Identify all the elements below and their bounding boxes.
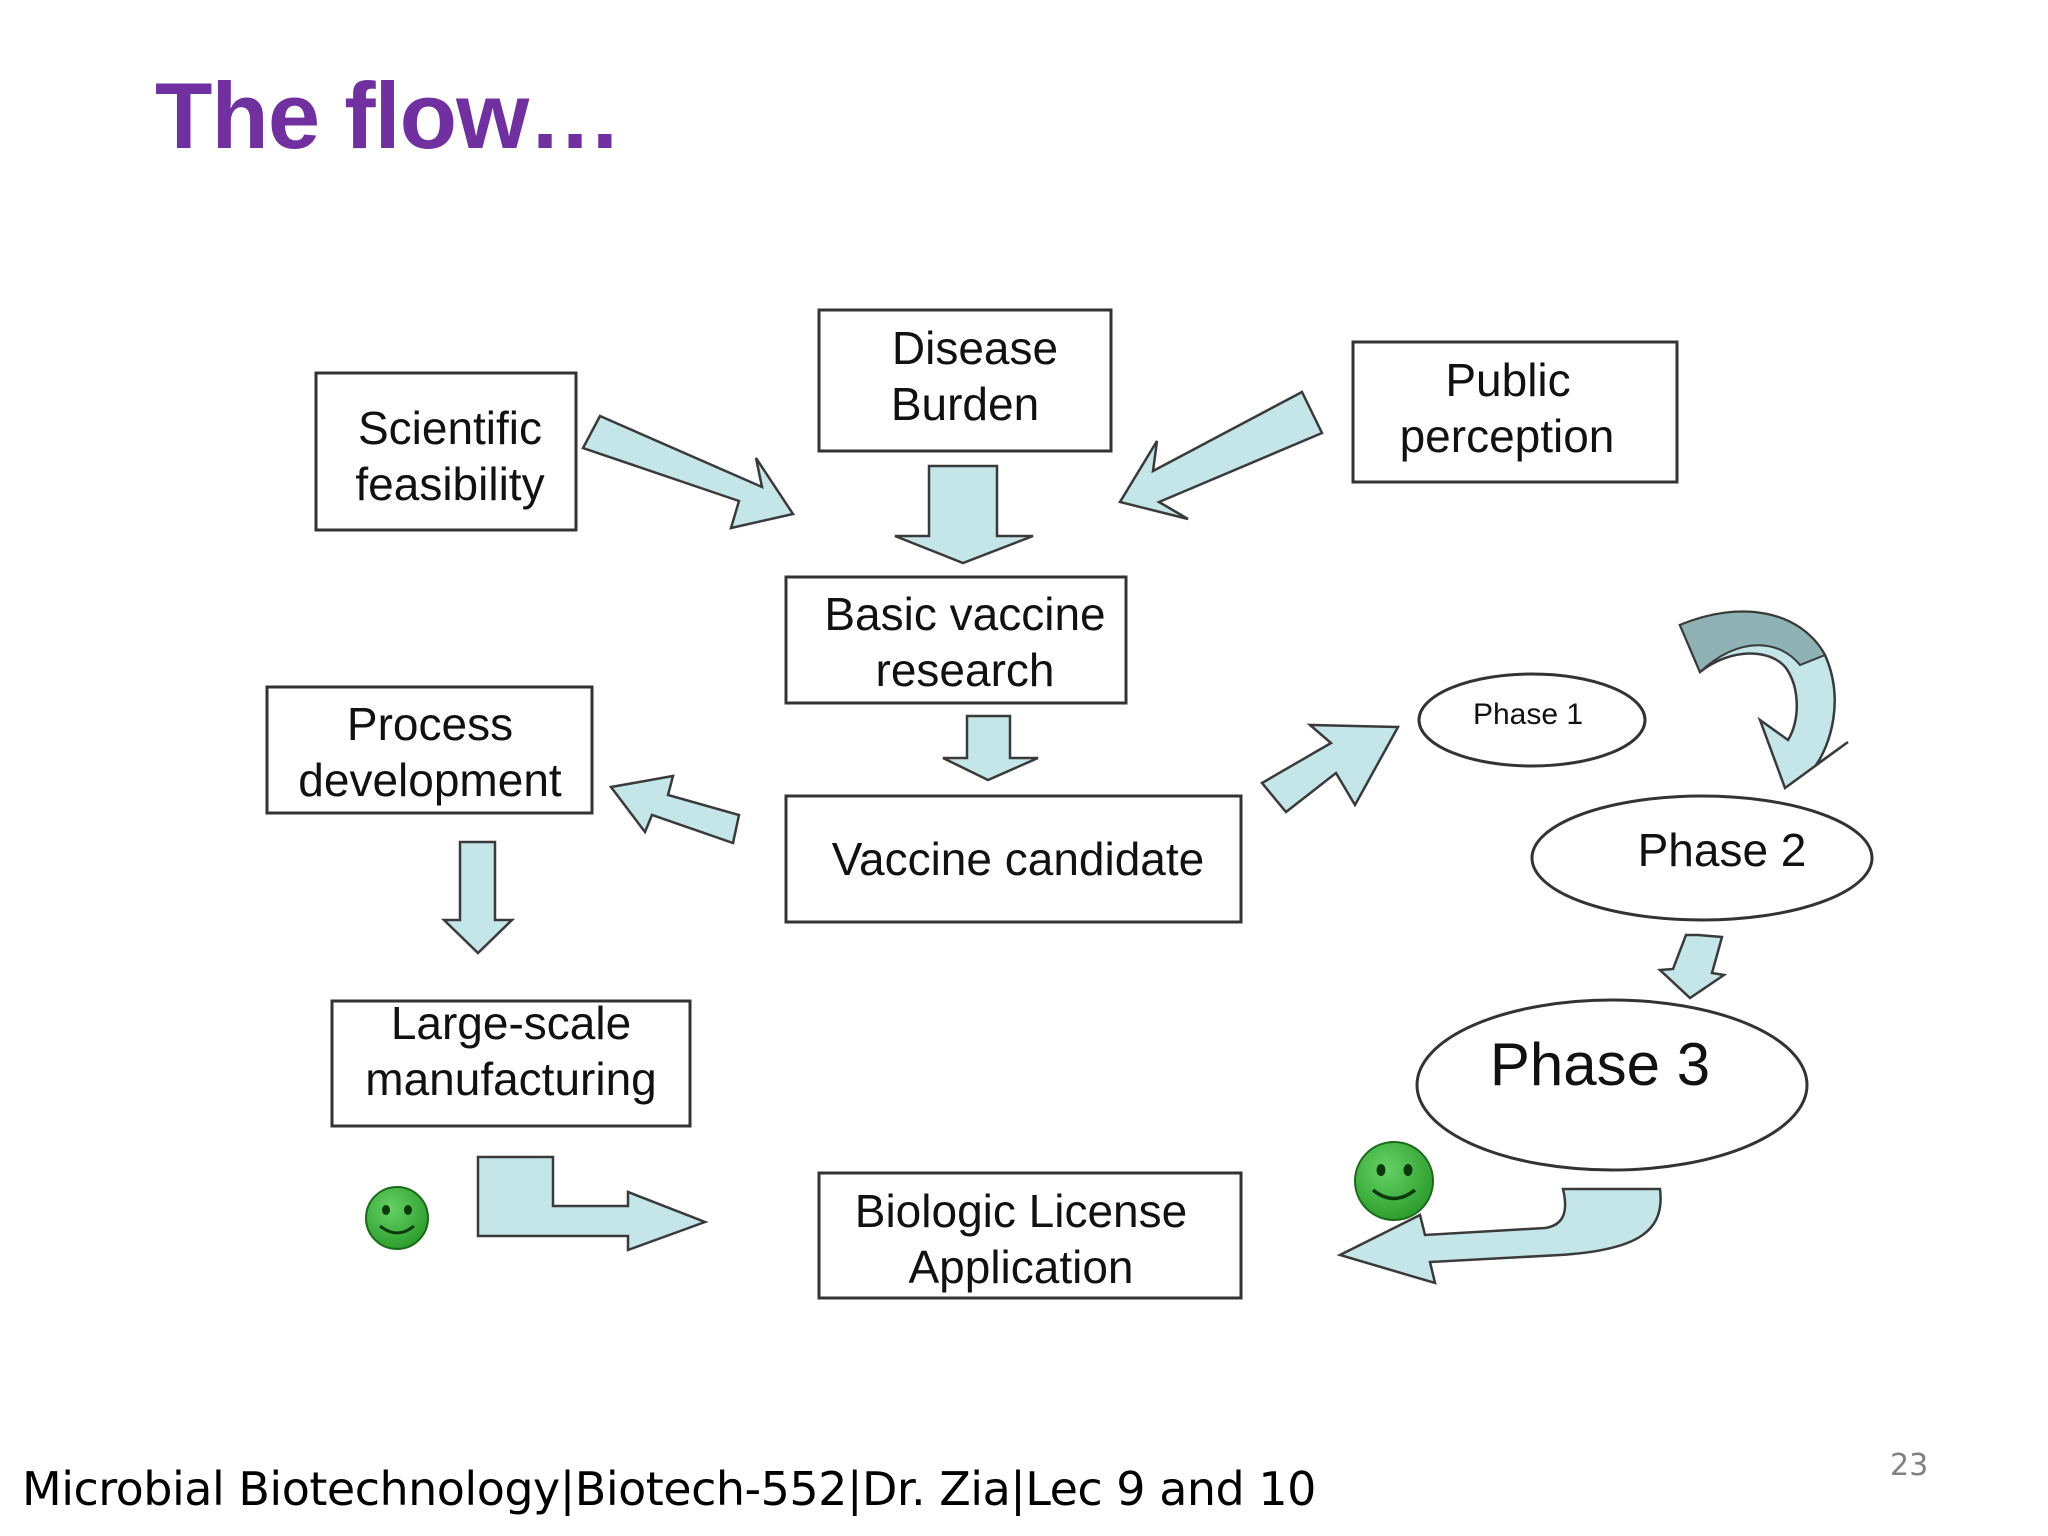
box-disease-burden-line2: Burden bbox=[891, 378, 1039, 430]
arrow-manufacturing-to-license bbox=[476, 1155, 709, 1252]
smiley-face-icon bbox=[365, 1186, 429, 1250]
arrow-process-to-manufacturing bbox=[440, 840, 516, 955]
arrow-phase2-to-phase3 bbox=[1657, 933, 1728, 1000]
box-basic-vaccine-research-line2: research bbox=[876, 644, 1055, 696]
box-large-scale-manufacturing-line2: manufacturing bbox=[365, 1053, 657, 1105]
box-public-perception: Public perception bbox=[1351, 340, 1679, 484]
box-public-perception-line2: perception bbox=[1400, 410, 1615, 462]
arrow-candidate-to-process bbox=[608, 774, 741, 845]
box-process-development-line1: Process bbox=[347, 698, 513, 750]
phase-3-ellipse: Phase 3 bbox=[1415, 998, 1809, 1172]
slide-footer: Microbial Biotechnology|Biotech-552|Dr. … bbox=[22, 1462, 1316, 1516]
box-large-scale-manufacturing-line1: Large-scale bbox=[391, 997, 631, 1049]
box-public-perception-line1: Public bbox=[1445, 354, 1570, 406]
box-vaccine-candidate: Vaccine candidate bbox=[784, 794, 1243, 924]
phase-2-ellipse: Phase 2 bbox=[1530, 794, 1874, 922]
page-number: 23 bbox=[1890, 1448, 1929, 1483]
box-scientific-feasibility-line1: Scientific bbox=[358, 402, 542, 454]
slide-title: The flow… bbox=[155, 63, 622, 168]
box-process-development: Process development bbox=[265, 685, 594, 815]
box-process-development-line2: development bbox=[298, 754, 562, 806]
box-scientific-feasibility: Scientific feasibility bbox=[314, 371, 578, 532]
box-disease-burden: Disease Burden bbox=[817, 308, 1113, 453]
arrow-phase3-to-license bbox=[1336, 1187, 1662, 1285]
phase-2-label: Phase 2 bbox=[1638, 824, 1807, 876]
arrow-research-to-candidate bbox=[942, 714, 1039, 782]
phase-3-label: Phase 3 bbox=[1490, 1031, 1710, 1098]
phase-1-ellipse: Phase 1 bbox=[1417, 672, 1647, 768]
arrow-candidate-to-phase1 bbox=[1260, 723, 1401, 814]
box-biologic-license-line2: Application bbox=[908, 1241, 1133, 1293]
arrow-feasibility-to-research bbox=[581, 414, 796, 530]
box-scientific-feasibility-line2: feasibility bbox=[355, 458, 544, 510]
box-basic-vaccine-research-line1: Basic vaccine bbox=[824, 588, 1105, 640]
box-vaccine-candidate-label: Vaccine candidate bbox=[832, 833, 1205, 885]
arrow-disease-to-research bbox=[894, 464, 1034, 565]
box-biologic-license-line1: Biologic License bbox=[855, 1185, 1187, 1237]
box-basic-vaccine-research: Basic vaccine research bbox=[784, 575, 1128, 705]
phase-1-label: Phase 1 bbox=[1473, 698, 1583, 731]
box-large-scale-manufacturing: Large-scale manufacturing bbox=[330, 997, 692, 1128]
box-disease-burden-line1: Disease bbox=[892, 322, 1058, 374]
smiley-face-icon bbox=[1354, 1141, 1434, 1221]
box-biologic-license-application: Biologic License Application bbox=[817, 1171, 1243, 1300]
arrow-public-to-research bbox=[1118, 390, 1324, 521]
